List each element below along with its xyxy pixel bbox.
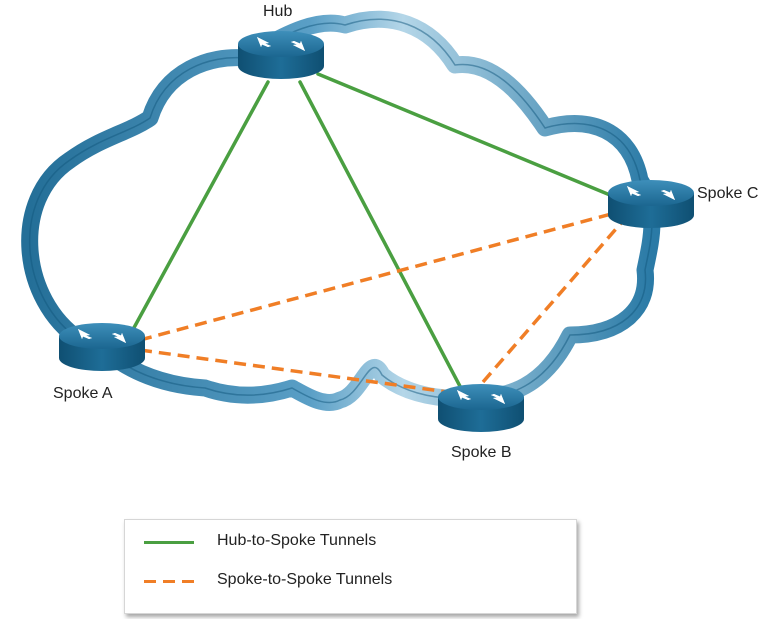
legend: Hub-to-Spoke Tunnels Spoke-to-Spoke Tunn… <box>124 519 577 614</box>
label-spoke-b: Spoke B <box>451 444 511 461</box>
router-spoke-a[interactable] <box>59 323 145 371</box>
tunnel-hub-spoke-c <box>316 72 612 197</box>
router-hub[interactable] <box>238 31 324 79</box>
label-spoke-a: Spoke A <box>53 385 113 402</box>
legend-label-hub-to-spoke: Hub-to-Spoke Tunnels <box>217 532 377 549</box>
cloud-icon <box>21 10 661 411</box>
tunnel-spoke-a-spoke-c <box>139 211 616 342</box>
legend-label-spoke-to-spoke: Spoke-to-Spoke Tunnels <box>217 571 393 588</box>
label-hub: Hub <box>263 3 292 20</box>
router-icon <box>608 180 694 228</box>
tunnel-spoke-a-spoke-b <box>139 348 456 395</box>
label-spoke-c: Spoke C <box>697 185 758 202</box>
router-spoke-b[interactable] <box>438 384 524 432</box>
hub-to-spoke-tunnels <box>128 72 612 394</box>
router-icon <box>59 323 145 371</box>
tunnel-spoke-b-spoke-c <box>481 220 624 384</box>
spoke-to-spoke-tunnels <box>139 211 624 395</box>
dashed-line-icon <box>144 580 194 583</box>
tunnel-hub-spoke-a <box>128 80 270 337</box>
tunnel-hub-spoke-b <box>298 80 465 394</box>
router-icon <box>238 31 324 79</box>
router-icon <box>438 384 524 432</box>
router-spoke-c[interactable] <box>608 180 694 228</box>
solid-line-icon <box>144 541 194 544</box>
